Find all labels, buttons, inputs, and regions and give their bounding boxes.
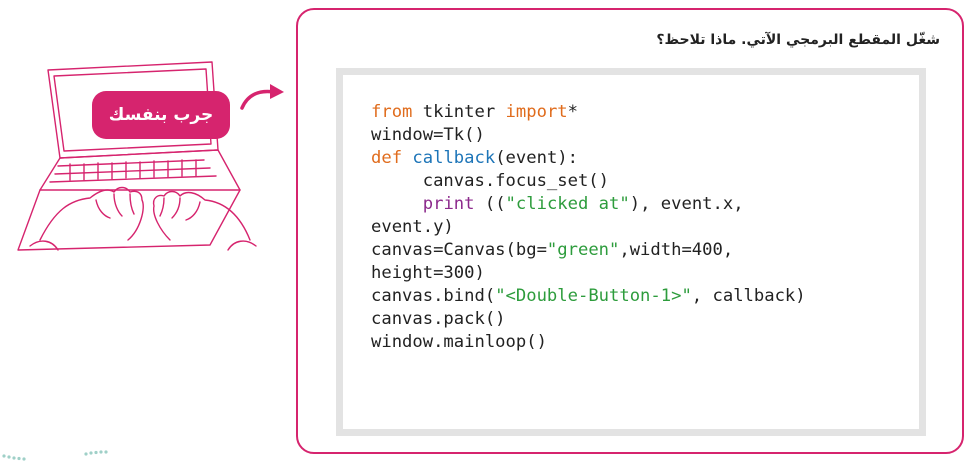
code-token: * — [567, 102, 578, 122]
laptop-typing-hands-icon — [17, 61, 257, 251]
code-token: canvas.bind( — [371, 286, 496, 306]
code-token: window.mainloop() — [371, 332, 547, 352]
code-line: canvas.pack() — [371, 309, 506, 329]
code-line: window.mainloop() — [371, 332, 547, 352]
exercise-frame: شغّل المقطع البرمجي الآتي. ماذا تلاحظ؟ f… — [296, 8, 964, 454]
code-token: height=300) — [371, 263, 485, 283]
code-line: height=300) — [371, 263, 485, 283]
code-block: from tkinter import* window=Tk() def cal… — [336, 68, 926, 436]
code-line: canvas.focus_set() — [371, 171, 609, 191]
code-token: window=Tk() — [371, 125, 485, 145]
code-listing: from tkinter import* window=Tk() def cal… — [371, 101, 806, 354]
code-token: tkinter — [412, 102, 506, 122]
decorative-dots — [2, 450, 108, 461]
code-line: def callback(event): — [371, 148, 578, 168]
code-token: ,width=400, — [619, 240, 734, 260]
code-token: event.y) — [371, 217, 454, 237]
code-line: event.y) — [371, 217, 454, 237]
code-token: canvas.focus_set() — [371, 171, 609, 191]
code-token: "<Double-Button-1>" — [495, 286, 692, 306]
try-yourself-label: جرب بنفسك — [108, 105, 214, 125]
code-token: print — [422, 194, 475, 214]
try-yourself-badge: جرب بنفسك — [92, 91, 230, 139]
code-token: (event): — [495, 148, 578, 168]
code-line: canvas.bind("<Double-Button-1>", callbac… — [371, 286, 806, 306]
code-token — [371, 194, 423, 214]
code-token: def — [371, 148, 403, 168]
code-token: (( — [474, 194, 506, 214]
code-line: window=Tk() — [371, 125, 485, 145]
code-token: callback — [412, 148, 496, 168]
code-token: canvas.pack() — [371, 309, 506, 329]
code-line: from tkinter import* — [371, 102, 578, 122]
curved-arrow-icon — [240, 84, 284, 110]
code-token: "green" — [546, 240, 620, 260]
instruction-text: شغّل المقطع البرمجي الآتي. ماذا تلاحظ؟ — [656, 32, 940, 48]
code-token: from — [371, 102, 413, 122]
code-token — [402, 148, 412, 168]
code-token: , callback) — [691, 286, 806, 306]
code-token: import — [505, 102, 568, 122]
code-line: canvas=Canvas(bg="green",width=400, — [371, 240, 733, 260]
code-token: "clicked at" — [505, 194, 630, 214]
code-token: ), event.x, — [629, 194, 744, 214]
code-line: print (("clicked at"), event.x, — [371, 194, 744, 214]
code-token: canvas=Canvas(bg= — [371, 240, 547, 260]
